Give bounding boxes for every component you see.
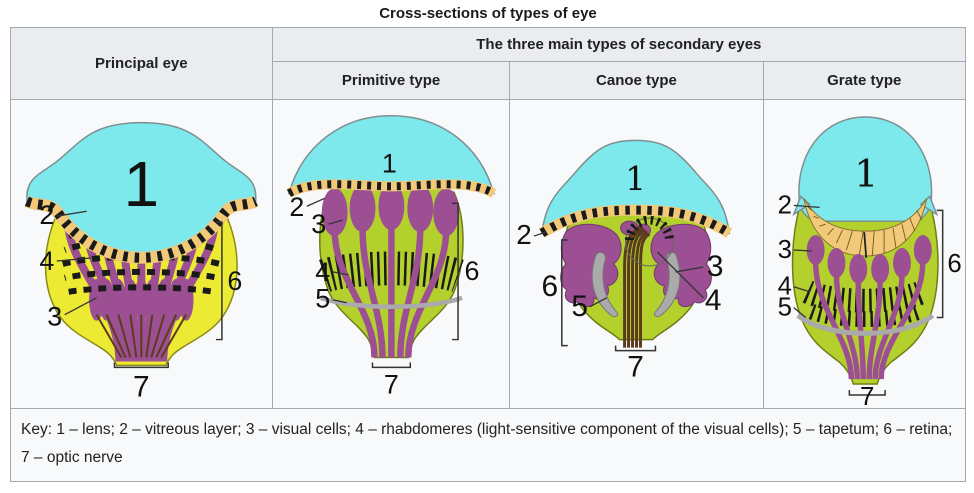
header-grate-type: Grate type <box>762 61 966 100</box>
diagram-cell-principal: 1 2 4 3 6 7 <box>10 99 273 409</box>
visual-cells <box>560 220 713 308</box>
label-4: 4 <box>315 257 330 287</box>
label-7: 7 <box>133 370 150 403</box>
optic-nerve <box>623 224 651 348</box>
label-5: 5 <box>315 284 330 314</box>
diagram-cell-grate: 1 2 3 4 5 6 7 <box>762 99 966 409</box>
retina-bracket <box>215 221 223 341</box>
primitive-eye-diagram: 1 2 3 4 5 6 7 <box>286 114 497 399</box>
label-5: 5 <box>572 290 589 323</box>
tapetum <box>319 295 463 309</box>
vitreous-layer <box>24 195 259 264</box>
nerve-bracket <box>848 389 886 396</box>
label-3-leader <box>64 297 97 316</box>
label-2-leader <box>534 231 547 237</box>
label-5-leader <box>792 307 806 319</box>
visual-cells <box>321 182 459 237</box>
label-3-leader <box>793 249 812 252</box>
label-1: 1 <box>124 149 159 220</box>
label-6: 6 <box>542 270 559 303</box>
label-2: 2 <box>289 192 304 222</box>
label-6: 6 <box>464 256 479 286</box>
nerve-bracket <box>113 362 169 369</box>
optic-nerve <box>95 314 187 358</box>
tapetum <box>795 313 934 336</box>
label-2: 2 <box>777 191 791 219</box>
rhabdomeres <box>625 215 675 241</box>
label-4-leader <box>332 271 349 276</box>
nerve-bracket <box>371 362 411 369</box>
label-7: 7 <box>628 351 645 384</box>
header-principal-eye: Principal eye <box>10 27 273 100</box>
diagram-cell-primitive: 1 2 3 4 5 6 7 <box>271 99 511 409</box>
visual-cell-bulges <box>89 278 194 321</box>
label-7: 7 <box>384 369 399 399</box>
eye-types-table: Principal eye The three main types of se… <box>10 27 967 482</box>
label-4-leader <box>657 251 705 299</box>
nerve-bracket <box>615 345 657 352</box>
label-2-leader <box>793 204 820 208</box>
label-6: 6 <box>947 250 961 278</box>
visual-cell-stalks <box>331 226 449 358</box>
label-2-leader <box>306 197 325 207</box>
label-5-leader <box>332 299 347 304</box>
label-6: 6 <box>227 266 242 296</box>
rhabdomere-outline <box>625 217 675 267</box>
retina-bracket <box>936 209 943 319</box>
label-4: 4 <box>777 273 791 301</box>
retina-bracket <box>561 239 569 347</box>
label-5: 5 <box>777 294 791 322</box>
vitreous-layer <box>539 204 733 238</box>
principal-eye-diagram: 1 2 4 3 6 7 <box>24 121 259 403</box>
label-4-leader <box>793 286 810 293</box>
key-text: Key: 1 – lens; 2 – vitreous layer; 3 – v… <box>10 408 966 482</box>
label-2: 2 <box>517 219 533 250</box>
grate-eye-diagram: 1 2 3 4 5 6 7 <box>777 116 961 408</box>
label-2-leader <box>56 210 87 217</box>
vitreous-layer-segments <box>806 206 922 257</box>
diagram-cell-canoe: 1 2 6 5 3 4 7 <box>509 99 764 409</box>
header-primitive-type: Primitive type <box>271 61 511 100</box>
label-5-leader <box>589 297 608 308</box>
header-canoe-type: Canoe type <box>509 61 764 100</box>
label-3: 3 <box>311 209 326 239</box>
page-title: Cross-sections of types of eye <box>379 5 597 22</box>
header-secondary-eyes: The three main types of secondary eyes <box>271 27 967 62</box>
label-3: 3 <box>777 236 791 264</box>
visual-cells <box>806 235 932 284</box>
label-3-leader <box>675 266 704 273</box>
vitreous-layer <box>286 179 497 198</box>
label-1: 1 <box>382 148 397 178</box>
retina-bracket <box>451 202 459 341</box>
label-4: 4 <box>705 284 722 317</box>
label-4-leader <box>56 257 91 262</box>
label-7: 7 <box>860 383 874 408</box>
label-2: 2 <box>39 200 54 230</box>
label-3-leader <box>328 219 343 225</box>
label-1: 1 <box>626 159 647 198</box>
canoe-eye-diagram: 1 2 6 5 3 4 7 <box>517 139 733 384</box>
vitreous-crack <box>862 232 867 259</box>
label-1: 1 <box>854 152 878 196</box>
label-4: 4 <box>39 246 54 276</box>
label-3: 3 <box>707 250 724 283</box>
label-3: 3 <box>47 302 62 332</box>
